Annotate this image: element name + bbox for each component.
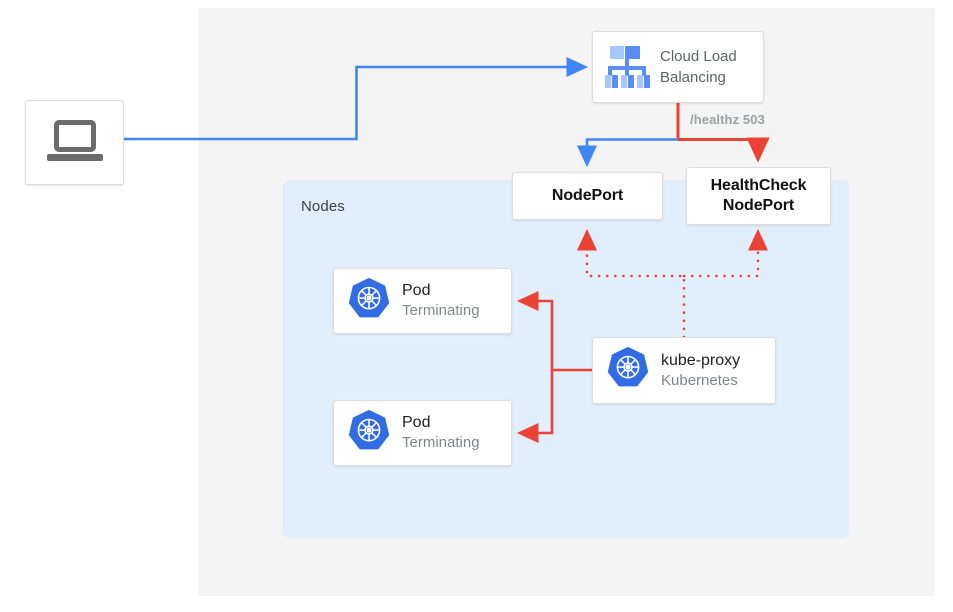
kube-proxy-subtitle: Kubernetes xyxy=(661,371,738,389)
pod-status: Terminating xyxy=(402,302,480,319)
pod-name: Pod xyxy=(402,414,431,431)
cloud-load-balancing-icon xyxy=(605,46,651,88)
nodeport-card: NodePort xyxy=(512,172,663,220)
pod-text-block: Pod Terminating xyxy=(402,413,480,453)
client-card xyxy=(25,100,124,185)
healthz-status-label: /healthz 503 xyxy=(690,112,765,127)
pod-card: Pod Terminating xyxy=(333,268,512,334)
kubernetes-icon xyxy=(605,345,651,396)
laptop-icon xyxy=(46,119,103,166)
pod-text-block: Pod Terminating xyxy=(402,281,480,321)
healthcheck-nodeport-card: HealthCheck NodePort xyxy=(686,167,831,225)
kube-proxy-text-block: kube-proxy Kubernetes xyxy=(661,351,740,391)
kubernetes-icon xyxy=(346,408,392,459)
kube-proxy-name: kube-proxy xyxy=(661,351,741,369)
nodeport-label: NodePort xyxy=(551,187,624,204)
pod-status: Terminating xyxy=(402,434,480,451)
kube-proxy-card: kube-proxy Kubernetes xyxy=(592,337,776,404)
healthcheck-nodeport-label: HealthCheck NodePort xyxy=(710,177,807,214)
pod-card: Pod Terminating xyxy=(333,400,512,466)
kubernetes-icon xyxy=(346,276,392,327)
cloud-load-balancing-label: Cloud Load Balancing xyxy=(660,48,737,86)
cloud-load-balancing-card: Cloud Load Balancing xyxy=(592,31,764,103)
pod-name: Pod xyxy=(402,282,431,299)
nodes-region-label: Nodes xyxy=(301,198,345,215)
